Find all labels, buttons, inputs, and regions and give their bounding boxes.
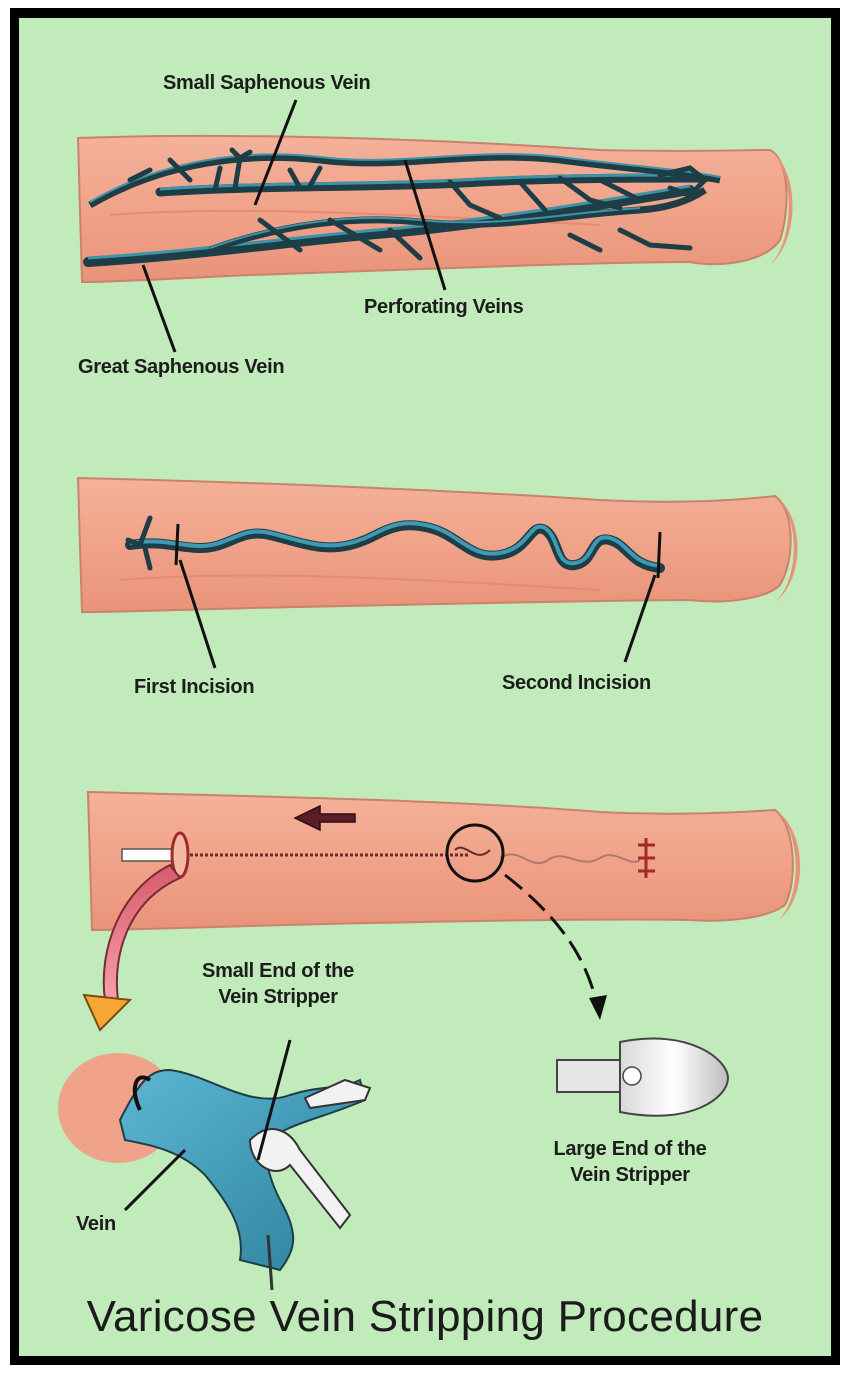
label-large-end-of-vein-stripper: Large End of the Vein Stripper [530, 1136, 730, 1188]
small-end-line-1: Small End of the [178, 958, 378, 984]
label-small-saphenous-vein: Small Saphenous Vein [163, 72, 370, 95]
large-end-line-1: Large End of the [530, 1136, 730, 1162]
leg-2-illustration [78, 478, 798, 612]
stripper-large-end [557, 1039, 728, 1116]
vein-closeup [58, 1053, 370, 1290]
diagram-title: Varicose Vein Stripping Procedure [19, 1292, 831, 1342]
label-vein: Vein [76, 1213, 116, 1236]
small-end-line-2: Vein Stripper [178, 984, 378, 1010]
label-perforating-veins: Perforating Veins [364, 296, 523, 319]
label-second-incision: Second Incision [502, 672, 651, 695]
large-end-line-2: Vein Stripper [530, 1162, 730, 1188]
label-great-saphenous-vein: Great Saphenous Vein [78, 356, 284, 379]
leg-3-illustration [88, 792, 800, 930]
label-small-end-of-vein-stripper: Small End of the Vein Stripper [178, 958, 378, 1010]
label-first-incision: First Incision [134, 676, 254, 699]
